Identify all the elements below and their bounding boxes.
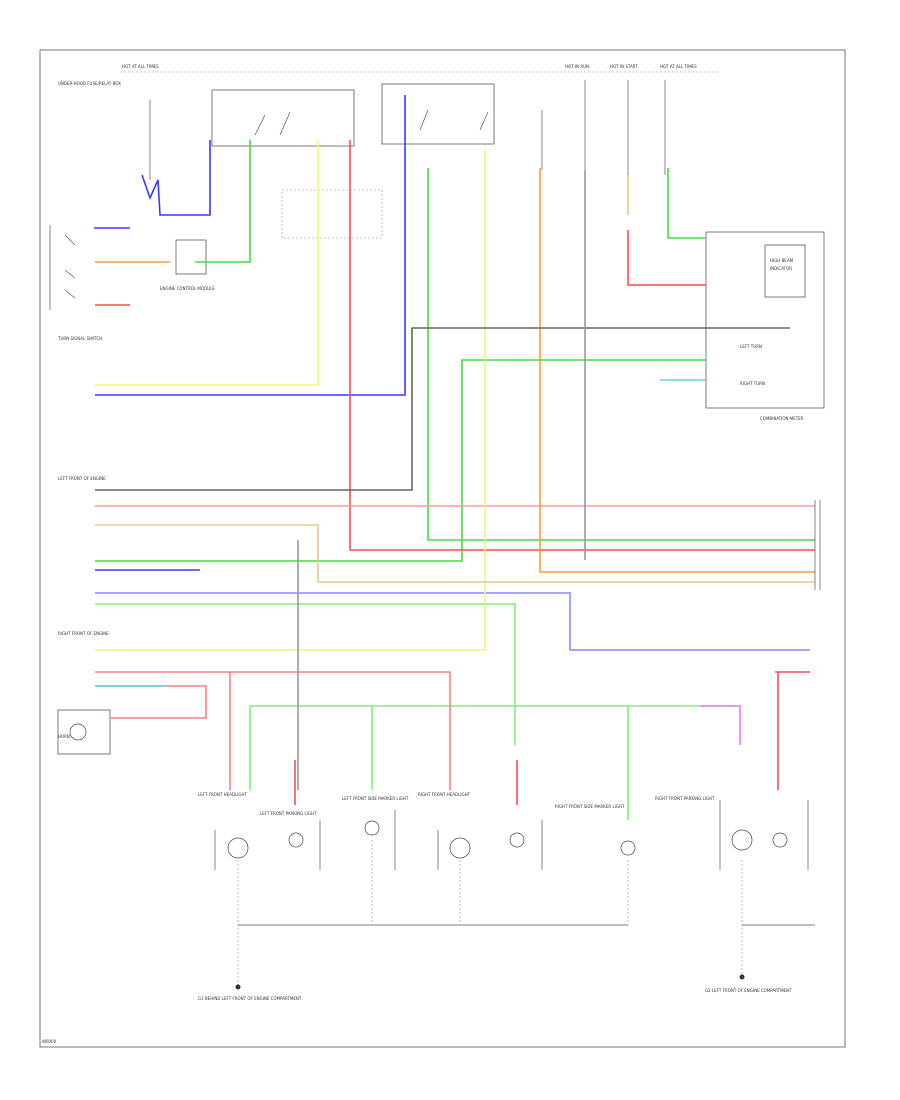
right-assembly-bracket [437,820,543,870]
engine-control-box [175,239,207,275]
right-side-marker-label: RIGHT FRONT SIDE MARKER LIGHT [555,804,625,809]
wire-green-2 [427,168,815,541]
right-side-marker-assembly [620,840,636,856]
left-side-marker-bulb-icon [364,820,380,836]
top-label-2: HOT IN RUN [565,64,589,69]
lower-dashed-box [281,189,383,239]
high-beam-label: HIGH BEAM [770,258,794,263]
wire-green-3 [667,168,706,239]
combination-meter-box [705,231,825,409]
wire-gray-1 [95,327,790,491]
right-connector-ticks [814,500,821,590]
right-front-bulb-icon-1 [731,829,753,851]
wire-red-1 [349,140,815,551]
right-front-bracket [719,800,809,870]
wire-orange-2 [95,524,815,583]
wire-pink-3 [95,685,207,719]
engine-control-label: ENGINE CONTROL MODULE [160,286,215,291]
left-parking-label: LEFT FRONT PARKING LIGHT [260,811,317,816]
right-parking-label: RIGHT FRONT PARKING LIGHT [655,796,715,801]
indicator-label: INDICATOR [770,266,792,271]
right-parking-bulb-icon [509,832,525,848]
under-hood-label: UNDER-HOOD FUSE/RELAY BOX [58,81,121,86]
wire-orange-1 [539,168,815,573]
right-front-assembly [719,800,809,870]
horn-icon [69,723,87,741]
left-headlight-assembly [214,820,321,870]
right-side-marker-bulb-icon [620,840,636,856]
switch-contacts [64,234,76,299]
left-side-marker-assembly [364,810,396,870]
right-turn-label: RIGHT TURN [740,381,765,386]
combination-meter-label: COMBINATION METER [760,416,804,421]
wire-blue-lower [95,592,810,651]
top-label-1: HOT AT ALL TIMES [122,64,159,69]
right-headlight-assembly [437,820,543,870]
horn-label: HORN [58,734,70,739]
relay-contacts [254,109,489,136]
right-headlight-label: RIGHT FRONT HEADLIGHT [418,792,471,797]
wire-green-6 [95,603,516,745]
wire-red-right [775,671,810,790]
right-ground-icon [739,974,745,980]
left-front-label: LEFT FRONT OF ENGINE [58,476,106,481]
wire-blue-top [141,140,211,216]
turn-switch-label: TURN SIGNAL SWITCH [57,336,102,341]
wire-blue-main [95,95,406,396]
left-turn-label: LEFT TURN [740,344,762,349]
right-front-label: RIGHT FRONT OF ENGINE [58,631,109,636]
wire-yellow-1 [95,140,319,386]
dimmer-relay-box [381,83,495,145]
left-headlight-bulb-icon [227,837,249,859]
left-headlight-label: LEFT FRONT HEADLIGHT [198,792,248,797]
headlight-relay-box [211,89,355,147]
right-ground-label: G2 LEFT FRONT OF ENGINE COMPARTMENT [705,988,792,993]
wire-pink-2 [95,671,451,790]
left-ground-icon [235,984,241,990]
high-beam-indicator-box [764,244,806,298]
top-label-4: HOT AT ALL TIMES [660,64,697,69]
footer-code: W0000 [42,1039,57,1044]
horn-box [57,709,111,755]
left-parking-bulb-icon [288,832,304,848]
top-label-3: HOT IN START [610,64,638,69]
wire-green-1 [195,140,251,263]
wire-red-2 [627,230,706,286]
left-side-marker-label: LEFT FRONT SIDE MARKER LIGHT [342,796,409,801]
right-front-bulb-icon-2 [772,832,788,848]
wire-yellow-2 [95,150,486,651]
wire-green-4 [95,359,706,562]
wire-magenta-1 [700,705,741,745]
left-assembly-bracket [214,820,321,870]
diagram-frame [39,49,846,1048]
left-ground-label: G1 BEHIND LEFT FRONT OF ENGINE COMPARTME… [198,996,302,1001]
right-headlight-bulb-icon [449,837,471,859]
